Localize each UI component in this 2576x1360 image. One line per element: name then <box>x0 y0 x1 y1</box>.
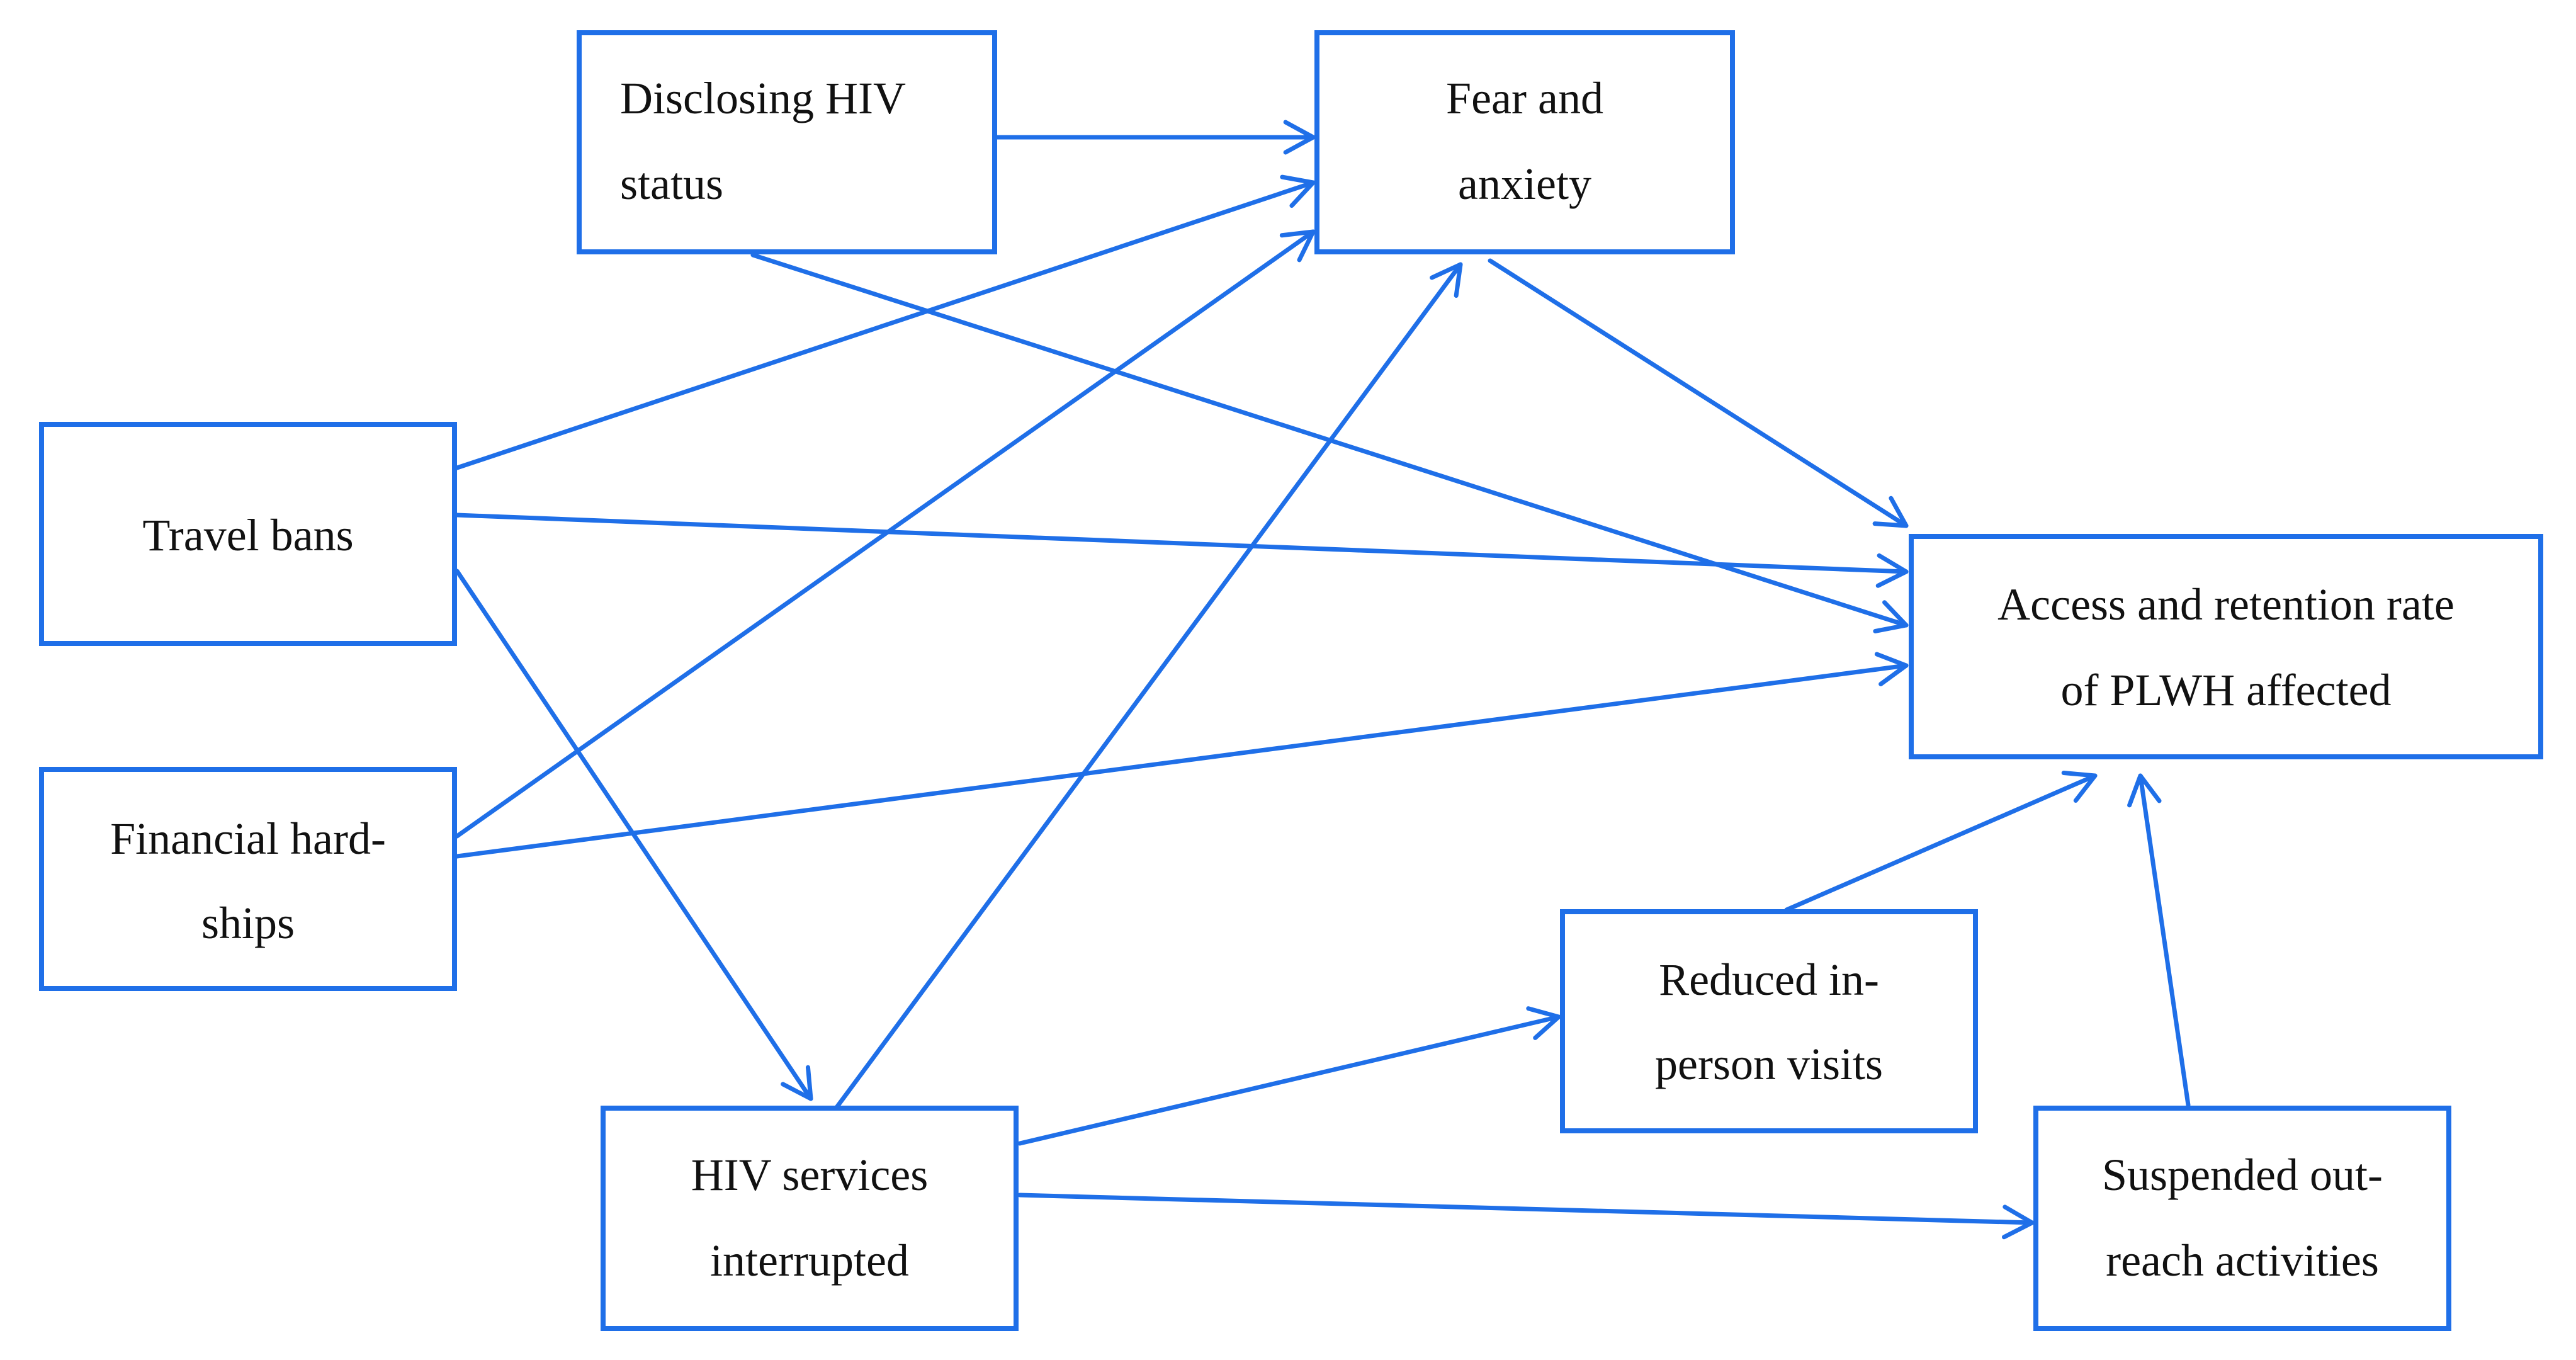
edge-travel-to-access <box>455 513 1909 574</box>
arrowhead-icon <box>1875 553 1909 588</box>
arrowhead-icon <box>781 1065 813 1101</box>
node-suspended-outreach-activities: Suspended out- reach activities <box>2033 1106 2451 1331</box>
node-access-and-retention-rate: Access and retention rate of PLWH affect… <box>1909 534 2543 759</box>
node-label-line: Fear and <box>1446 73 1603 123</box>
arrowhead-icon <box>1874 652 1909 686</box>
edge-hiv_services-to-suspended <box>1017 1193 2035 1225</box>
node-label-line: Suspended out- <box>2102 1150 2383 1200</box>
node-label-line: Financial hard- <box>110 813 386 864</box>
arrowhead-icon <box>1280 174 1316 208</box>
arrowhead-icon <box>1430 262 1463 298</box>
edge-financial-to-access <box>455 663 1909 859</box>
node-label-line: Disclosing HIV <box>620 73 906 123</box>
node-travel-bans: Travel bans <box>39 422 457 646</box>
node-reduced-in-person-visits: Reduced in- person visits <box>1560 909 1978 1133</box>
arrowhead-icon <box>1283 120 1316 155</box>
node-label-line: HIV services <box>691 1150 929 1200</box>
node-label-line: status <box>620 159 723 209</box>
edge-hiv_services-to-reduced <box>1017 1014 1561 1146</box>
arrowhead-icon <box>1279 229 1316 263</box>
arrowhead-icon <box>2001 1204 2035 1240</box>
node-hiv-services-interrupted: HIV services interrupted <box>601 1106 1019 1331</box>
node-label-line: Travel bans <box>142 510 353 560</box>
edge-travel-to-fear <box>455 180 1316 470</box>
node-fear-and-anxiety: Fear and anxiety <box>1314 30 1735 254</box>
edge-financial-to-fear <box>455 229 1316 839</box>
edges-layer <box>455 120 2191 1240</box>
arrowhead-icon <box>2127 773 2162 808</box>
node-label-line: anxiety <box>1458 159 1591 209</box>
edge-suspended-to-access <box>2138 773 2191 1108</box>
node-financial-hardships: Financial hard- ships <box>39 767 457 991</box>
node-label-line: ships <box>201 898 295 948</box>
node-label-line: person visits <box>1655 1039 1883 1089</box>
arrowhead-icon <box>1873 600 1909 633</box>
node-label-line: Reduced in- <box>1659 955 1879 1005</box>
node-label-line: interrupted <box>710 1235 909 1286</box>
arrowhead-icon <box>2061 771 2098 803</box>
node-disclosing-hiv-status: Disclosing HIV status <box>577 30 997 254</box>
arrowhead-icon <box>1872 496 1909 528</box>
node-label-line: reach activities <box>2106 1235 2379 1286</box>
edge-hiv_services-to-fear <box>833 262 1463 1111</box>
edge-reduced-to-access <box>1784 773 2098 912</box>
node-label-line: of PLWH affected <box>2060 665 2391 715</box>
node-label-line: Access and retention rate <box>1997 579 2455 630</box>
edge-fear-to-access <box>1488 258 1909 528</box>
arrowhead-icon <box>1526 1006 1561 1040</box>
